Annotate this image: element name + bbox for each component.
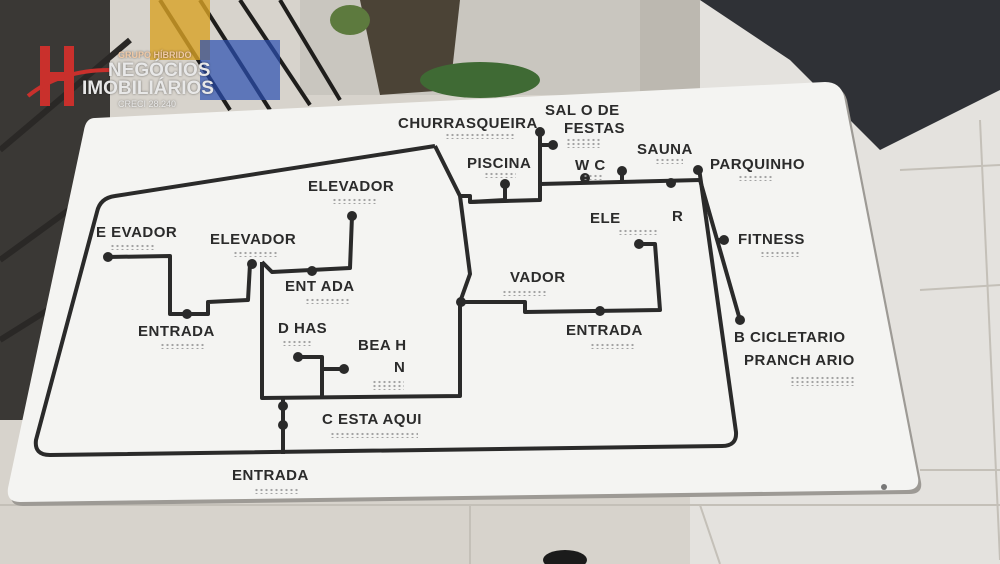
braille-dots	[583, 174, 603, 180]
braille-dots	[760, 251, 800, 257]
braille-dots	[305, 298, 349, 304]
braille-dots	[233, 251, 277, 257]
braille-dots	[655, 158, 683, 164]
label-salao: SAL O DE	[545, 102, 620, 119]
braille-dots	[332, 198, 376, 204]
label-churrasqueira: CHURRASQUEIRA	[398, 115, 538, 132]
braille-dots	[160, 343, 204, 349]
label-elevador-left: E EVADOR	[96, 224, 178, 241]
logo-tagline: GRUPO HÍBRIDO	[118, 50, 192, 60]
label-entrada-bottom: ENTRADA	[232, 467, 309, 484]
label-entrada-center: ENT ADA	[285, 278, 355, 295]
braille-dots	[445, 133, 515, 139]
label-parquinho: PARQUINHO	[710, 156, 806, 173]
logo-mark	[26, 46, 111, 106]
braille-dots	[590, 343, 634, 349]
label-entrada-right: ENTRADA	[566, 322, 643, 339]
label-beach-n: N	[394, 359, 406, 376]
label-ele-r-2: R	[672, 208, 684, 225]
label-vador: VADOR	[510, 269, 566, 286]
braille-dots	[282, 340, 312, 346]
map-routes	[33, 130, 742, 457]
label-wc: W C	[575, 157, 606, 174]
label-duchas: D HAS	[278, 320, 328, 337]
braille-dots	[566, 138, 600, 148]
braille-dots	[502, 290, 546, 296]
map-points	[103, 127, 745, 430]
braille-dots	[790, 376, 854, 386]
label-festas: FESTAS	[564, 120, 626, 137]
label-ele-r-1: ELE	[590, 210, 621, 227]
label-beach: BEA H	[358, 337, 407, 354]
braille-dots	[110, 244, 154, 250]
watermark-logo: GRUPO HÍBRIDO NEGÓCIOS IMOBILIÁRIOS CREC…	[30, 42, 270, 114]
label-fitness: FITNESS	[738, 231, 805, 248]
braille-dots	[330, 432, 418, 438]
braille-dots	[484, 172, 516, 178]
logo-line2: IMOBILIÁRIOS	[82, 78, 214, 99]
braille-dots	[254, 488, 298, 494]
logo-line1: NEGÓCIOS	[108, 60, 211, 81]
label-pranchario: PRANCH ARIO	[744, 352, 855, 369]
logo-line3: CRECI 28.240	[118, 99, 177, 109]
braille-dots	[738, 175, 774, 181]
label-sauna: SAUNA	[637, 141, 693, 158]
braille-dots	[618, 229, 658, 235]
label-elevador-mid: ELEVADOR	[210, 231, 297, 248]
label-elevador-top: ELEVADOR	[308, 178, 395, 195]
label-bicicletario: B CICLETARIO	[734, 329, 846, 346]
label-voce-esta-aqui: C ESTA AQUI	[322, 411, 422, 428]
braille-dots	[372, 380, 404, 390]
label-entrada-left: ENTRADA	[138, 323, 215, 340]
label-piscina: PISCINA	[467, 155, 532, 172]
